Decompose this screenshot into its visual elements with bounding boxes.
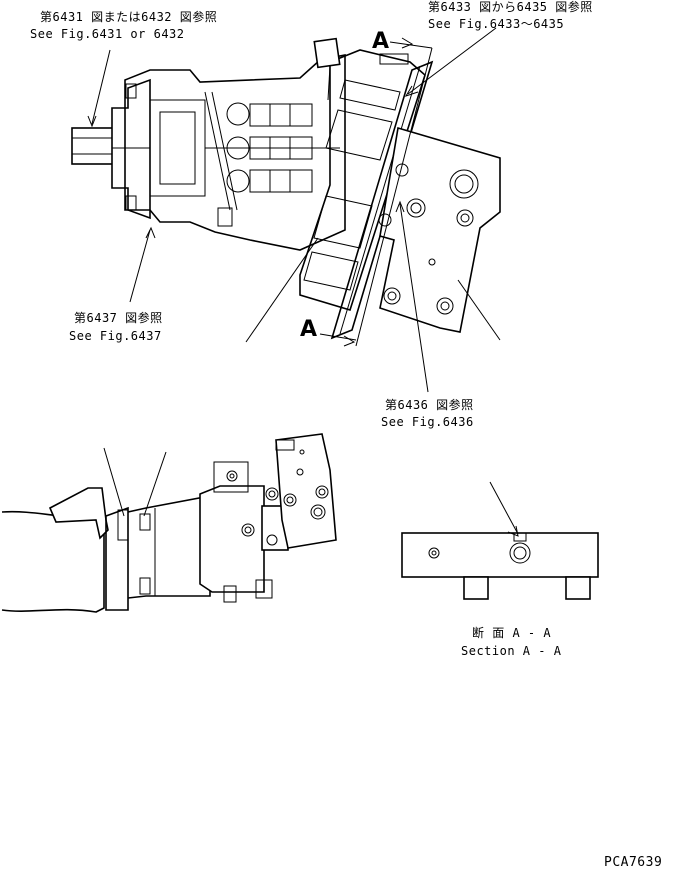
section-markers	[319, 37, 433, 347]
callout-fig6437-en: See Fig.6437	[69, 329, 162, 343]
section-marker-top: A	[372, 29, 390, 54]
drawing-number: PCA7639	[604, 855, 663, 870]
section-marker-bottom: A	[300, 317, 318, 342]
callout-fig6436-en: See Fig.6436	[381, 415, 474, 429]
callout-fig6436-jp: 第6436 図参照	[385, 398, 474, 412]
callout-fig6431-en: See Fig.6431 or 6432	[30, 27, 185, 41]
callout-fig6433-en: See Fig.6433～6435	[428, 17, 565, 31]
side-view	[1, 433, 337, 613]
callout-fig6437-jp: 第6437 図参照	[74, 311, 163, 325]
callout-fig6433-jp: 第6433 図から6435 図参照	[428, 0, 593, 14]
section-caption-jp: 断 面 A - A	[472, 626, 552, 640]
pump-assembly	[71, 37, 501, 340]
section-caption-en: Section A - A	[461, 644, 562, 658]
callout-fig6431-jp: 第6431 図または6432 図参照	[40, 10, 218, 24]
section-a-a-view	[401, 481, 599, 600]
